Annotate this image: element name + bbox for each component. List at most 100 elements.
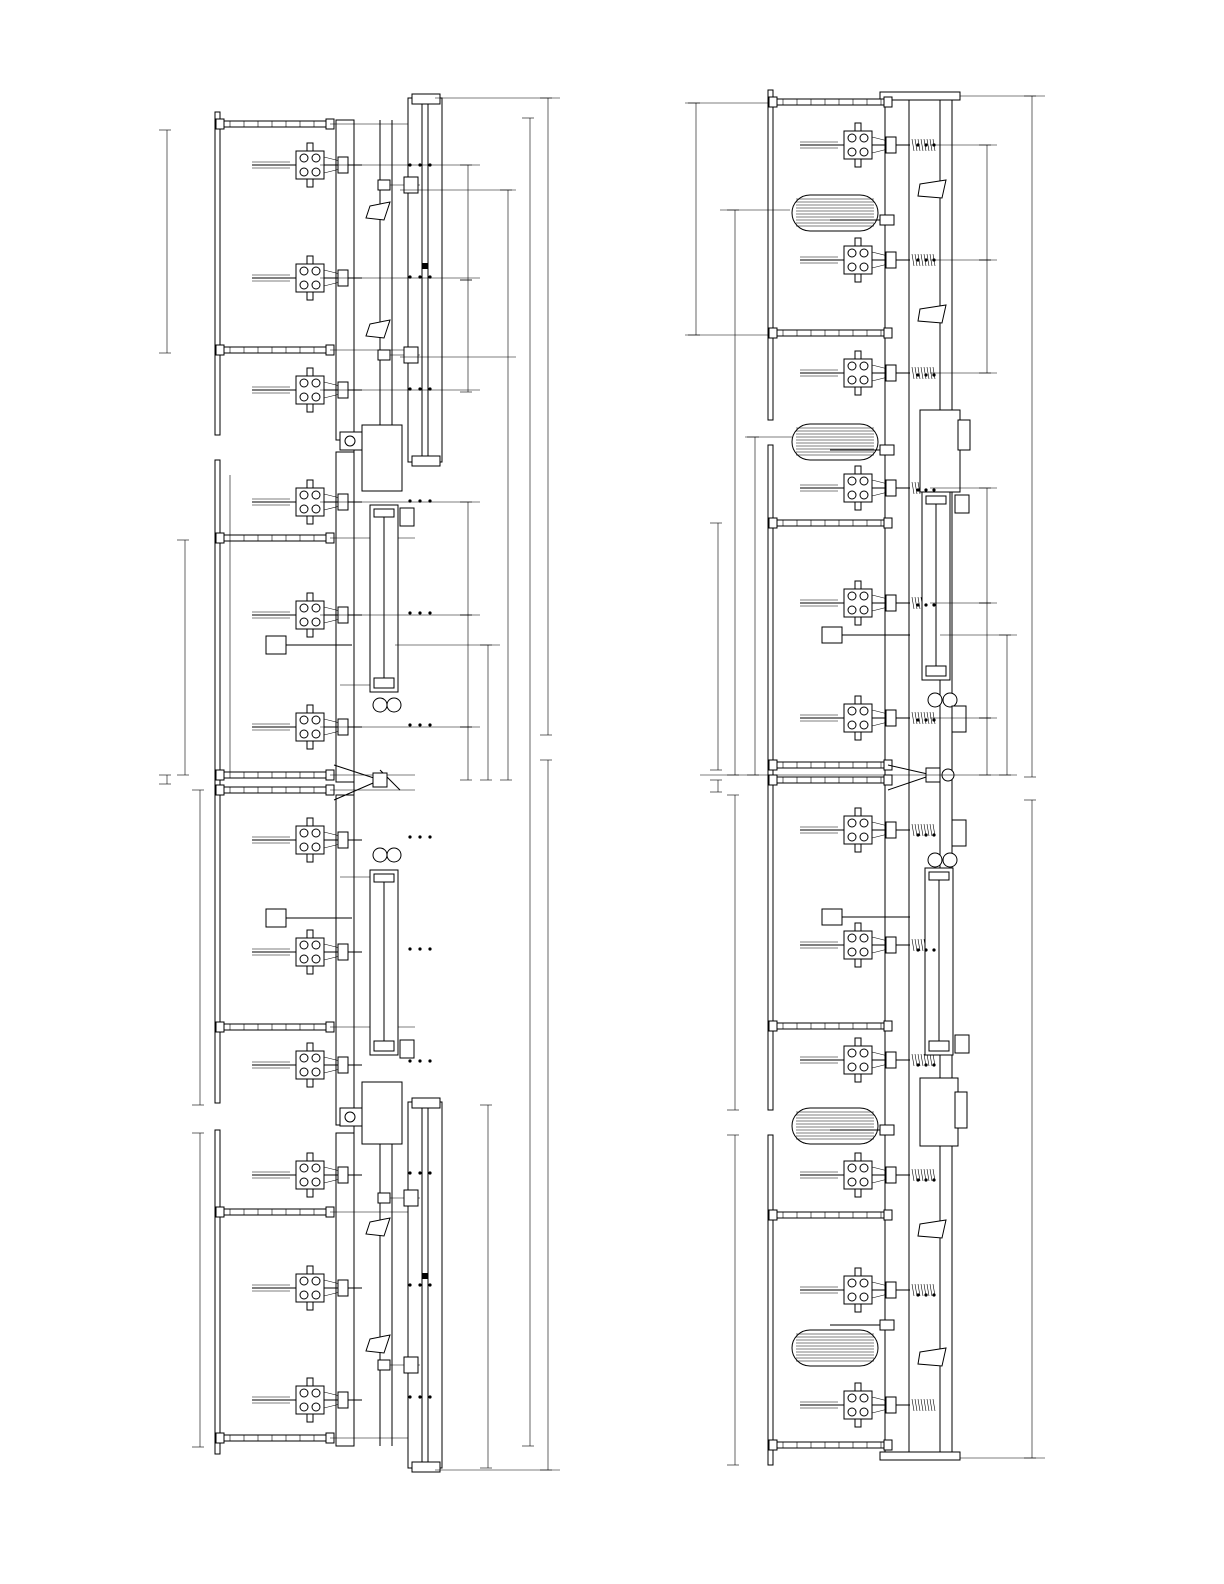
shank-clamp-block: [296, 826, 324, 854]
cylinder-mount: [400, 1040, 414, 1058]
bolt-icon: [300, 1054, 308, 1062]
joint-pin-icon: [373, 848, 387, 862]
fastener-dot: [932, 143, 935, 146]
spring-coil: [924, 712, 926, 724]
shank-clamp-block: [296, 1161, 324, 1189]
fastener-dot: [932, 833, 935, 836]
shank-assembly: [800, 1268, 935, 1312]
bracket: [952, 706, 966, 732]
wheel-frame-rail: [428, 98, 442, 462]
fastener-dot: [418, 1059, 421, 1062]
fastener-dot: [418, 1283, 421, 1286]
bolt-icon: [848, 1394, 856, 1402]
tool-bar: [216, 533, 334, 543]
bolt-icon: [860, 934, 868, 942]
spring-coil: [921, 1169, 923, 1181]
tool-bar-beam: [220, 347, 330, 353]
mount-bracket: [886, 595, 896, 611]
bar-end-cap: [216, 119, 224, 129]
pivot-pin-icon: [345, 1112, 355, 1122]
mount-bracket: [886, 1052, 896, 1068]
shank-assembly: [800, 123, 935, 167]
dimension-line: [177, 540, 189, 775]
mount-bracket: [338, 1167, 348, 1183]
bolt-icon: [300, 1178, 308, 1186]
fastener-dot: [418, 387, 421, 390]
shank-bottom-tab: [307, 516, 313, 524]
spring-coil: [912, 367, 914, 379]
bolt-icon: [300, 491, 308, 499]
bar-end-cap: [769, 1440, 777, 1450]
tyre-outline: [792, 1108, 878, 1144]
bar-end-cap: [769, 760, 777, 770]
spring-coil: [924, 1399, 926, 1411]
shank-top-tab: [307, 930, 313, 938]
dimension-line: [979, 718, 991, 775]
deflector-plate: [366, 1335, 390, 1353]
tool-bar: [769, 328, 892, 338]
bolt-icon: [300, 730, 308, 738]
tool-bar-beam: [773, 1442, 888, 1448]
fastener-dot: [418, 947, 421, 950]
fastener-dot: [916, 143, 919, 146]
marker: [422, 263, 428, 269]
shank-bottom-tab: [307, 292, 313, 300]
bolt-icon: [300, 604, 308, 612]
spring-coil: [912, 254, 914, 266]
spring-coil: [930, 1169, 932, 1181]
shank-top-tab: [855, 923, 861, 931]
dimension-line: [460, 615, 472, 727]
bolt-icon: [312, 267, 320, 275]
bar-end-cap: [884, 1021, 892, 1031]
dimension-line: [727, 1135, 739, 1465]
dimension-line: [460, 502, 472, 615]
tool-bar-beam: [220, 787, 330, 793]
fastener-dot: [924, 1063, 927, 1066]
marker: [422, 1273, 428, 1279]
bolt-icon: [860, 134, 868, 142]
shank-top-tab: [307, 368, 313, 376]
shank-clamp-block: [296, 713, 324, 741]
bracket: [378, 350, 390, 360]
shank-top-tab: [855, 466, 861, 474]
bolt-icon: [312, 1277, 320, 1285]
depth-control-arm: [266, 636, 286, 654]
bracket: [404, 1190, 418, 1206]
spring-coil: [921, 1054, 923, 1066]
mount-bracket: [338, 832, 348, 848]
bolt-icon: [300, 154, 308, 162]
mount-bracket: [338, 1392, 348, 1408]
deflector-plate: [918, 180, 946, 198]
deflector-plate: [918, 305, 946, 323]
spring-coil: [915, 1399, 917, 1411]
mount-bracket: [886, 1397, 896, 1413]
fastener-dot: [418, 1171, 421, 1174]
shank-bottom-tab: [307, 1079, 313, 1087]
fastener-dot: [418, 1395, 421, 1398]
mount-bracket: [886, 710, 896, 726]
bolt-icon: [300, 1291, 308, 1299]
fastener-dot: [418, 499, 421, 502]
fastener-dot: [924, 603, 927, 606]
shank-top-tab: [855, 238, 861, 246]
dimension-line: [460, 165, 472, 280]
mount-bracket: [886, 252, 896, 268]
tool-bar-beam: [773, 1023, 888, 1029]
bolt-icon: [312, 1403, 320, 1411]
bolt-icon: [860, 249, 868, 257]
mount-bracket: [886, 937, 896, 953]
mount-bracket: [886, 822, 896, 838]
fastener-dot: [924, 948, 927, 951]
bolt-icon: [860, 1293, 868, 1301]
bolt-icon: [300, 168, 308, 176]
fastener-dot: [428, 835, 431, 838]
shank-top-tab: [855, 1383, 861, 1391]
dimension-line: [480, 1105, 492, 1468]
outer-gang-rail: [768, 1135, 773, 1465]
bar-end-cap: [769, 775, 777, 785]
bolt-icon: [848, 1164, 856, 1172]
tool-bar: [216, 770, 334, 780]
tool-bar: [769, 775, 892, 785]
fastener-dot: [408, 611, 411, 614]
